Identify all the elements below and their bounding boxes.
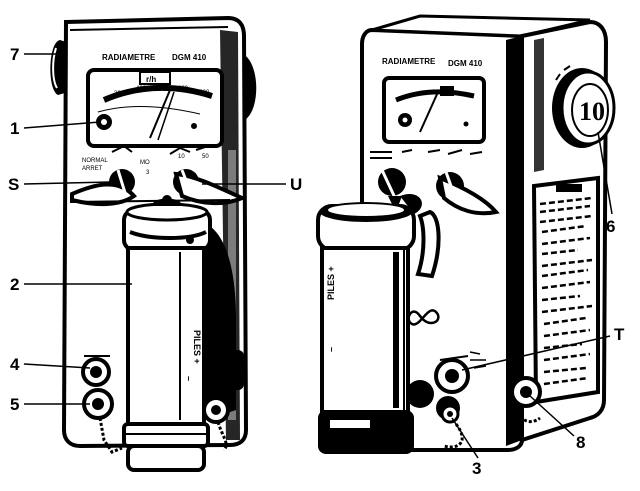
battery-tube-left: PILES + –: [122, 195, 212, 472]
scale-tick: 600: [158, 85, 169, 91]
callout-4: 4: [10, 355, 20, 374]
chain: [98, 417, 123, 454]
range-knob-right: [436, 171, 500, 216]
switch-label-arret: ARRET: [82, 166, 103, 172]
connector-cluster: [406, 380, 464, 449]
switch-label-normal: NORMAL: [82, 158, 108, 164]
right-radiameter: RADIAMETRE DGM 410: [316, 14, 616, 454]
callout-s: S: [8, 175, 19, 194]
battery-label: PILES +: [192, 330, 202, 364]
switch-label-mo: MO: [140, 160, 150, 166]
switch-label-3: 3: [146, 170, 150, 176]
callout-u: U: [290, 175, 302, 194]
callout-3: 3: [472, 459, 481, 478]
probe-clip: [415, 209, 441, 279]
callout-7: 7: [10, 45, 19, 64]
left-radiameter: RADIAMETRE DGM 410 r/h 200 400 600 800 1…: [50, 15, 257, 472]
battery-minus: –: [184, 376, 194, 381]
range-label-50: 50: [202, 154, 209, 160]
scale-tick: 400: [136, 86, 147, 92]
model-label: DGM 410: [172, 53, 207, 62]
range-dial-knob: 10: [552, 65, 616, 148]
selector-knob-s: [70, 169, 137, 207]
battery-label: PILES +: [326, 266, 336, 300]
callout-5: 5: [10, 395, 19, 414]
scale-tick: 800: [178, 86, 189, 92]
dial-unit: r/h: [146, 75, 156, 84]
meter-window: [382, 76, 486, 144]
callout-1: 1: [10, 119, 19, 138]
dust-cap-left: [202, 350, 244, 452]
scale-tick: 1000: [196, 90, 210, 96]
scale-tick: 200: [114, 91, 125, 97]
range-label-10: 10: [178, 154, 185, 160]
connector-t: [434, 355, 470, 394]
model-label: DGM 410: [448, 59, 483, 68]
callouts: 7 1 S U 2 4 5 6 T 3 8: [8, 45, 625, 478]
brand-label: RADIAMETRE: [382, 57, 436, 66]
dial-scale-arc: [102, 84, 213, 103]
callout-t: T: [614, 325, 625, 344]
instruction-label: [531, 175, 600, 405]
callout-2: 2: [10, 275, 19, 294]
callout-6: 6: [606, 217, 615, 236]
callout-8: 8: [576, 433, 585, 452]
battery-tube-right: PILES + –: [316, 193, 422, 454]
dial-knob-value: 10: [579, 97, 605, 126]
battery-minus: –: [326, 347, 336, 352]
unit-box: [139, 71, 171, 85]
connector-4: [81, 355, 111, 387]
brand-label: RADIAMETRE: [102, 53, 156, 62]
